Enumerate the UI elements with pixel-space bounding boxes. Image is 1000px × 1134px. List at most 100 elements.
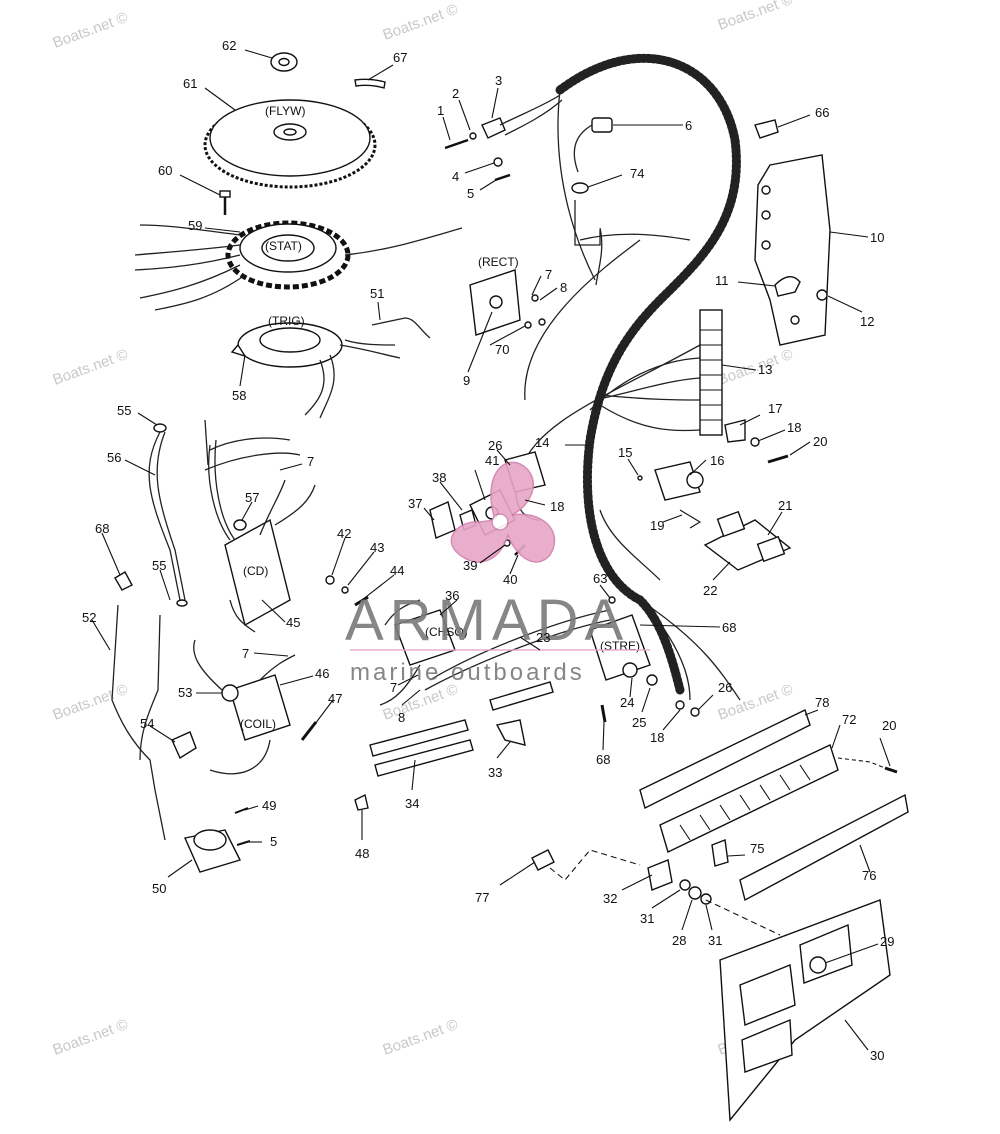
part-battery-cable (369, 719, 474, 777)
part-bar (739, 793, 909, 902)
callout-53: 53 (178, 685, 192, 700)
part-cable (489, 681, 554, 711)
watermark-text: Boats.net © (51, 681, 131, 724)
part-screw (767, 454, 789, 464)
part-relay (184, 807, 251, 873)
part-cd-module (204, 419, 316, 633)
callout-77: 77 (475, 890, 489, 905)
callout-16: 16 (710, 453, 724, 468)
callout-37: 37 (408, 496, 422, 511)
callout-36: 36 (445, 588, 459, 603)
callout-70: 70 (495, 342, 509, 357)
part-fuse-holder (531, 849, 781, 936)
callout-5: 5 (467, 186, 474, 201)
callout-7b: 7 (307, 454, 314, 469)
callout-5b: 5 (270, 834, 277, 849)
callout-75: 75 (750, 841, 764, 856)
part-cable (424, 619, 611, 691)
callout-9: 9 (463, 373, 470, 388)
callout-15: 15 (618, 445, 632, 460)
part-terminal (354, 793, 369, 811)
callout-7: 7 (545, 267, 552, 282)
part-screw (884, 766, 898, 774)
callout-66: 66 (815, 105, 829, 120)
callout-49: 49 (262, 798, 276, 813)
callout-55b: 55 (152, 558, 166, 573)
callout-32: 32 (603, 891, 617, 906)
leader-lines (91, 49, 891, 1051)
callout-22: 22 (703, 583, 717, 598)
callout-43: 43 (370, 540, 384, 555)
tag-flywheel: (FLYW) (265, 104, 305, 118)
callout-51: 51 (370, 286, 384, 301)
callout-14: 14 (535, 435, 549, 450)
callout-7c: 7 (242, 646, 249, 661)
callout-8b: 8 (398, 710, 405, 725)
part-fuse-block (659, 744, 891, 853)
part-washer (750, 437, 760, 447)
callout-60: 60 (158, 163, 172, 178)
callout-31: 31 (640, 911, 654, 926)
callout-46: 46 (315, 666, 329, 681)
callout-38: 38 (432, 470, 446, 485)
part-boot (114, 571, 133, 591)
part-screw (816, 289, 828, 301)
part-connector (571, 117, 613, 286)
callout-17: 17 (768, 401, 782, 416)
callout-6: 6 (685, 118, 692, 133)
watermark-text: Boats.net © (381, 1, 461, 44)
part-clamp (774, 276, 801, 297)
callout-40: 40 (503, 572, 517, 587)
callout-24: 24 (620, 695, 634, 710)
callout-28: 28 (672, 933, 686, 948)
callout-29: 29 (880, 934, 894, 949)
callout-54: 54 (140, 716, 154, 731)
callout-21: 21 (778, 498, 792, 513)
part-clip (495, 719, 526, 746)
callout-18: 18 (787, 420, 801, 435)
part-lead (371, 317, 431, 339)
callout-26: 26 (488, 438, 502, 453)
watermark-text: Boats.net © (51, 346, 131, 389)
callout-62: 62 (222, 38, 236, 53)
callout-74: 74 (630, 166, 644, 181)
callout-50: 50 (152, 881, 166, 896)
callout-13: 13 (758, 362, 772, 377)
callout-23: 23 (536, 630, 550, 645)
callout-47: 47 (328, 691, 342, 706)
callout-20: 20 (813, 434, 827, 449)
callout-44: 44 (390, 563, 404, 578)
part-rectifier (469, 269, 546, 336)
callout-57: 57 (245, 490, 259, 505)
tag-trigger: (TRIG) (268, 314, 305, 328)
part-plate (703, 510, 792, 571)
callout-61: 61 (183, 76, 197, 91)
callout-59: 59 (188, 218, 202, 233)
callout-25: 25 (632, 715, 646, 730)
callout-41: 41 (485, 453, 499, 468)
part-terminal-block (699, 309, 723, 436)
part-clip (754, 119, 779, 139)
tag-rectifier: (RECT) (478, 255, 519, 269)
callout-4: 4 (452, 169, 459, 184)
propeller-hub (491, 513, 509, 531)
tag-coil: (COIL) (240, 717, 276, 731)
part-boot (171, 731, 197, 760)
callout-48: 48 (355, 846, 369, 861)
callout-33: 33 (488, 765, 502, 780)
part-ground-cable (148, 423, 188, 607)
part-bracket-hardware (444, 94, 563, 182)
callout-52: 52 (82, 610, 96, 625)
callout-18c: 18 (650, 730, 664, 745)
callout-68: 68 (95, 521, 109, 536)
brand-tagline: marine outboards (350, 659, 585, 686)
callout-68b: 68 (722, 620, 736, 635)
callout-68c: 68 (596, 752, 610, 767)
callout-numbers: 62 67 61 60 59 1 2 3 4 5 6 74 66 10 11 1… (82, 38, 896, 1063)
tag-cd: (CD) (243, 564, 268, 578)
callout-45: 45 (286, 615, 300, 630)
callout-8: 8 (560, 280, 567, 295)
callout-39: 39 (463, 558, 477, 573)
callout-56: 56 (107, 450, 121, 465)
